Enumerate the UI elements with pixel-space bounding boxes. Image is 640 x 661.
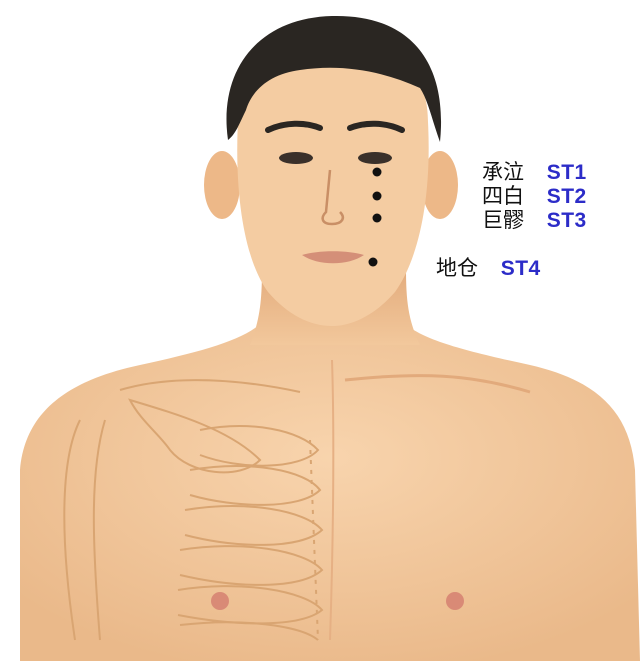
point-name-st4: 地仓 (436, 256, 478, 280)
right-eye (358, 152, 392, 164)
point-code-st3: ST3 (547, 209, 587, 232)
right-nipple (446, 592, 464, 610)
point-st2 (373, 192, 382, 201)
label-st1: 承泣 ST1 (482, 160, 587, 185)
face (237, 40, 428, 326)
left-eye (279, 152, 313, 164)
label-st3: 巨髎 ST3 (482, 208, 587, 233)
point-code-st1: ST1 (547, 161, 587, 184)
point-name-st1: 承泣 (482, 160, 524, 184)
point-st3 (373, 214, 382, 223)
left-nipple (211, 592, 229, 610)
point-st1 (373, 168, 382, 177)
label-st4: 地仓 ST4 (436, 256, 541, 281)
point-code-st2: ST2 (547, 185, 587, 208)
point-code-st4: ST4 (501, 257, 541, 280)
label-st2: 四白 ST2 (482, 184, 587, 209)
left-ear (204, 151, 240, 219)
point-name-st2: 四白 (482, 184, 524, 208)
point-st4 (369, 258, 378, 267)
point-name-st3: 巨髎 (482, 208, 524, 232)
